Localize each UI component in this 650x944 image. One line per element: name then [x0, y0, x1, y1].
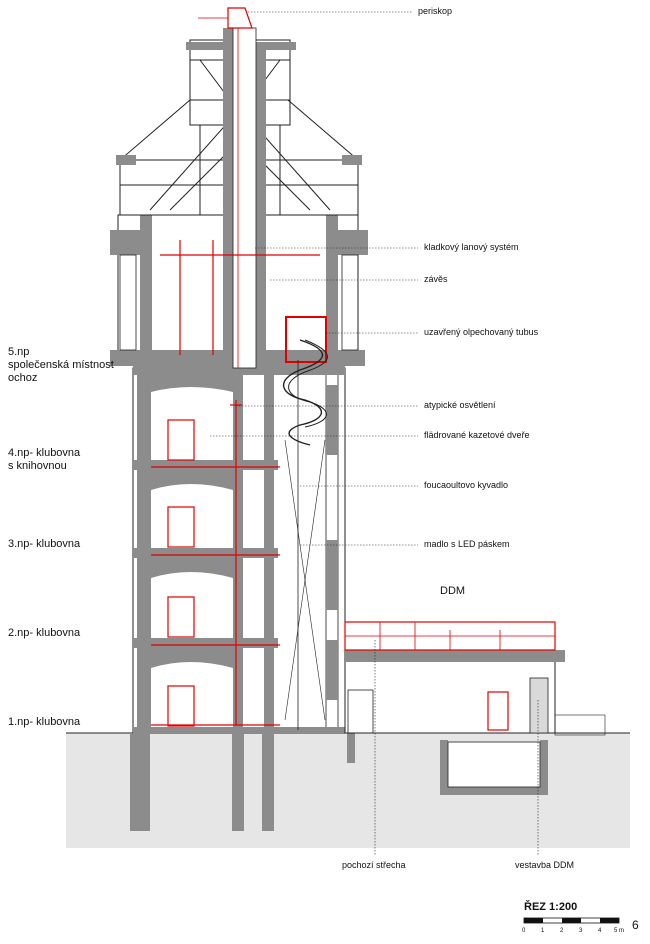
callout-periskop: periskop	[418, 6, 453, 16]
scale-tick-3: 3	[579, 928, 583, 934]
callout-dvere: flädrované kazetové dveře	[424, 430, 530, 440]
floor-5np-line2: společenská místnost	[8, 359, 114, 371]
scale-tick-4: 4	[598, 928, 602, 934]
floor-4np-line2: s knihovnou	[8, 460, 67, 472]
ddm-label: DDM	[440, 585, 466, 597]
callout-tubus: uzavřený olpechovaný tubus	[424, 327, 539, 337]
floor-5np-line1: 5.np	[8, 346, 30, 358]
callout-madlo: madlo s LED páskem	[424, 539, 510, 549]
scale-tick-2: 2	[560, 928, 564, 934]
spiral-stair	[282, 316, 328, 730]
floor-5np-line3: ochoz	[8, 372, 38, 384]
floor-label-5np: 5.np společenská místnost ochoz	[8, 346, 114, 385]
scale-tick-0: 0	[522, 928, 526, 934]
floor-label-1np: 1.np- klubovna	[8, 716, 81, 728]
label-vestavba-ddm: vestavba DDM	[515, 860, 575, 870]
central-shaft	[198, 7, 266, 369]
scale-bar	[523, 917, 620, 924]
section-scale-title: ŘEZ 1:200	[524, 901, 578, 913]
basement-white	[447, 741, 541, 788]
floor-label-2np: 2.np- klubovna	[8, 627, 81, 639]
scale-tick-1: 1	[541, 928, 545, 934]
red-interventions	[151, 240, 320, 727]
floor-4np-line1: 4.np- klubovna	[8, 447, 81, 459]
foundations	[130, 733, 548, 831]
callout-zaves: závěs	[424, 274, 448, 284]
tower	[132, 363, 346, 734]
callout-kladkovy: kladkový lanový systém	[424, 242, 519, 252]
ddm-annex	[344, 621, 606, 736]
page-number: 6	[632, 918, 639, 932]
callout-kyvadlo: foucaoultovo kyvadlo	[424, 480, 509, 490]
floor-label-3np: 3.np- klubovna	[8, 538, 81, 550]
label-pochozi-strecha: pochozí střecha	[342, 860, 406, 870]
floor-label-4np: 4.np- klubovna s knihovnou	[8, 447, 80, 473]
leader-lines	[210, 11, 539, 855]
callout-osvetleni: atypické osvětlení	[424, 400, 496, 410]
scale-tick-5: 5 m	[614, 928, 625, 934]
